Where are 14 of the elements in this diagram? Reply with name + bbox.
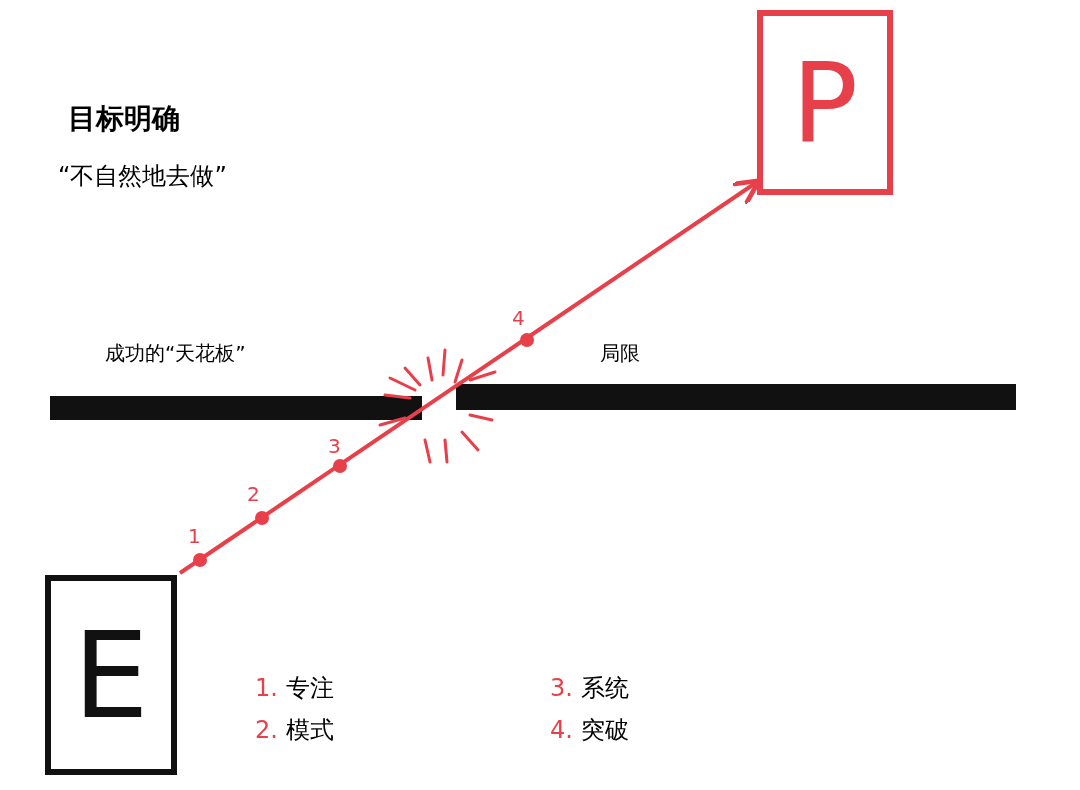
note-text: “不自然地去做” bbox=[58, 161, 227, 192]
list-item: 3. 系统 bbox=[550, 673, 629, 704]
note-text: 成功的“天花板” bbox=[105, 340, 246, 367]
callout-number: 3 bbox=[328, 434, 341, 458]
note-text: 局限 bbox=[600, 340, 640, 367]
list-item: 4. 突破 bbox=[550, 715, 629, 746]
heading: 目标明确 bbox=[68, 101, 180, 137]
letter-box: P bbox=[757, 10, 893, 195]
callout-number: 4 bbox=[512, 306, 525, 330]
list-item: 2. 模式 bbox=[255, 715, 334, 746]
letter-box: E bbox=[45, 575, 177, 775]
callout-number: 1 bbox=[188, 524, 201, 548]
callout-number: 2 bbox=[247, 482, 260, 506]
list-item: 1. 专注 bbox=[255, 673, 334, 704]
